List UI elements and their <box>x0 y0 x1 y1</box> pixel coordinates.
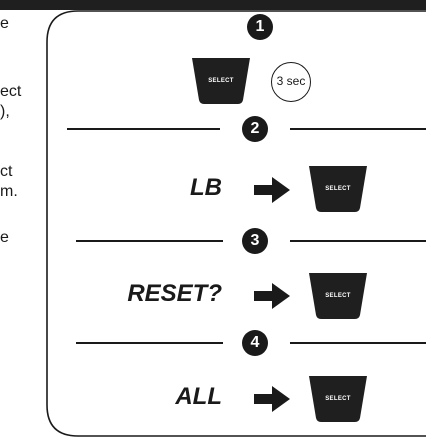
side-text-line-5: m. <box>0 183 18 200</box>
select-button-icon <box>192 58 250 104</box>
hold-timer-badge: 3 sec <box>271 62 311 102</box>
side-text-line-3: ), <box>0 103 10 120</box>
step-4-number-badge: 4 <box>242 330 268 356</box>
side-text-line-2: ect <box>0 83 22 100</box>
step-2-divider-left <box>67 128 220 130</box>
right-arrow-icon <box>254 283 290 309</box>
step-4-divider-right <box>290 342 426 344</box>
select-button-label: SELECT <box>325 186 351 192</box>
select-button-icon <box>309 376 367 422</box>
select-button-icon <box>309 166 367 212</box>
step-3-divider-right <box>290 240 426 242</box>
side-text-line-6: e <box>0 229 9 246</box>
side-text-line-1: e <box>0 15 9 32</box>
step-4-divider-left <box>76 342 223 344</box>
step-3-word: RESET? <box>127 280 222 307</box>
step-3-divider-left <box>76 240 223 242</box>
right-arrow-icon <box>254 177 290 203</box>
step-4-select-button: SELECT <box>309 376 367 422</box>
step-1-number-badge: 1 <box>247 14 273 40</box>
select-button-label: SELECT <box>325 293 351 299</box>
step-2-divider-right <box>290 128 426 130</box>
top-border-bar <box>0 0 426 10</box>
select-button-icon <box>309 273 367 319</box>
select-button-label: SELECT <box>325 396 351 402</box>
step-2-select-button: SELECT <box>309 166 367 212</box>
step-2-number-badge: 2 <box>242 116 268 142</box>
select-button-label: SELECT <box>208 78 234 84</box>
side-text-line-4: ct <box>0 163 13 180</box>
step-2-word: LB <box>190 174 222 201</box>
step-3-number-badge: 3 <box>242 228 268 254</box>
step-1-select-button: SELECT <box>192 58 250 104</box>
right-arrow-icon <box>254 386 290 412</box>
step-4-word: ALL <box>175 383 222 410</box>
step-3-select-button: SELECT <box>309 273 367 319</box>
